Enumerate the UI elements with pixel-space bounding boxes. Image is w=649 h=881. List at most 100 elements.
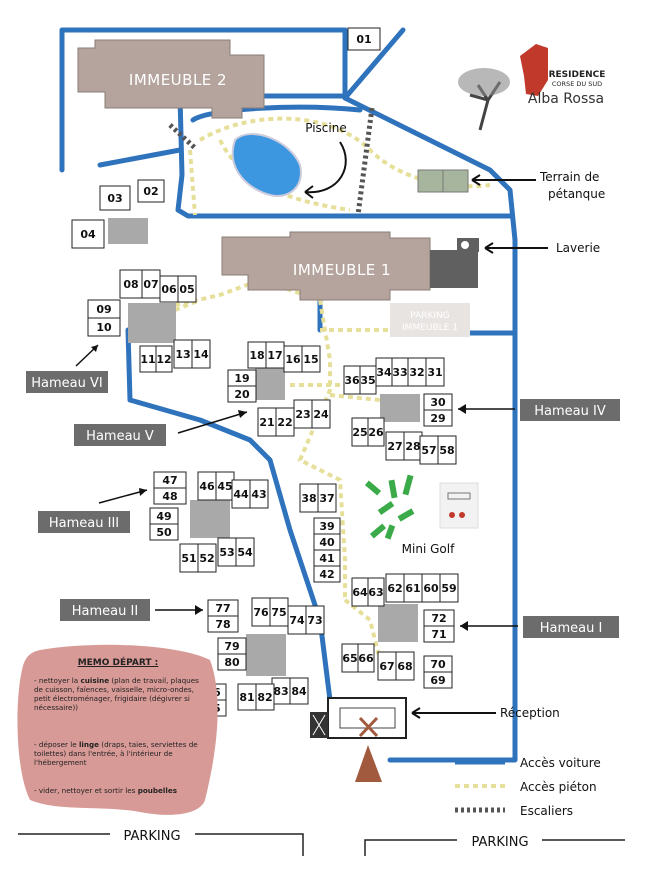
- unit-number: 54: [237, 546, 253, 559]
- unit-28: 28: [403, 431, 423, 461]
- unit-76: 76: [251, 597, 271, 627]
- unit-box: [155, 345, 173, 373]
- piscine-arrow: [304, 141, 347, 194]
- unit-number: 34: [376, 366, 392, 379]
- unit-number: 22: [277, 416, 292, 429]
- unit-box: [71, 219, 105, 249]
- unit-number: 11: [140, 353, 155, 366]
- unit-number: 81: [239, 691, 254, 704]
- mini-golf: Mini Golf: [364, 474, 479, 556]
- hameau-iv-box: [520, 399, 620, 421]
- minigolf-label: Mini Golf: [402, 542, 455, 556]
- laverie-label: Laverie: [556, 241, 600, 255]
- unit-number: 83: [273, 685, 288, 698]
- unit-box: [439, 573, 459, 603]
- legend-escaliers: Escaliers: [520, 804, 573, 818]
- memo-item-poubelles: - vider, nettoyer et sortir les poubelle…: [34, 786, 204, 795]
- unit-number: 51: [181, 552, 196, 565]
- hameau-vi-box: [26, 371, 108, 393]
- pool: Piscine: [231, 121, 347, 199]
- unit-41: 41: [313, 549, 341, 567]
- unit-box: [197, 543, 217, 573]
- unit-number: 24: [313, 408, 329, 421]
- unit-17: 17: [265, 341, 285, 369]
- memo-background: [17, 644, 218, 815]
- laverie-arrowhead: [484, 242, 494, 254]
- parking-footer: PARKING PARKING: [18, 829, 625, 856]
- unit-number: 75: [271, 606, 286, 619]
- unit-31: 31: [425, 357, 445, 387]
- unit-box: [137, 179, 165, 203]
- unit-45: 45: [215, 471, 235, 501]
- memo-item1-bold: cuisine: [80, 676, 110, 685]
- hameau-labels: Hameau VI Hameau V Hameau IV Hameau III …: [26, 344, 620, 638]
- parking-immeuble: PARKING IMMEUBLE 1: [390, 303, 470, 337]
- unit-13: 13: [173, 339, 193, 369]
- unit-number: 82: [257, 691, 272, 704]
- unit-number: 03: [107, 192, 122, 205]
- laverie-building: [430, 250, 478, 288]
- unit-74: 74: [287, 605, 307, 635]
- unit-number: 44: [233, 488, 249, 501]
- unit-71: 71: [423, 625, 455, 643]
- unit-75: 75: [269, 597, 289, 627]
- unit-number: 60: [423, 582, 439, 595]
- parking-label-left: PARKING: [123, 829, 180, 844]
- logo-name: Alba Rossa: [528, 91, 604, 107]
- unit-box: [317, 483, 337, 513]
- unit-63: 63: [367, 577, 385, 607]
- memo-item2-bold: linge: [78, 740, 100, 749]
- unit-number: 63: [368, 586, 383, 599]
- unit-22: 22: [275, 407, 295, 437]
- unit-number: 43: [251, 488, 266, 501]
- unit-number: 29: [430, 412, 445, 425]
- unit-box: [149, 523, 179, 541]
- hameau-iv-label: Hameau IV: [534, 404, 606, 419]
- immeuble-2-label: IMMEUBLE 2: [129, 71, 227, 89]
- unit-number: 12: [156, 353, 171, 366]
- unit-36: 36: [343, 365, 361, 395]
- unit-box: [227, 385, 257, 403]
- unit-number: 23: [295, 408, 310, 421]
- memo-item2-post: (draps, taies, serviettes de toilettes) …: [34, 740, 198, 767]
- unit-24: 24: [311, 399, 331, 429]
- unit-20: 20: [227, 385, 257, 403]
- hameau-vi-label: Hameau VI: [31, 376, 102, 391]
- unit-34: 34: [375, 357, 393, 387]
- unit-number: 08: [123, 278, 138, 291]
- memo-item2-pre: - déposer le: [34, 740, 79, 749]
- unit-box: [249, 479, 269, 509]
- hameau-i-box: [523, 616, 619, 638]
- unit-number: 38: [301, 492, 316, 505]
- unit-box: [423, 625, 455, 643]
- unit-number: 04: [80, 228, 96, 241]
- memo-title: MEMO DÉPART :: [77, 658, 159, 668]
- unit-number: 67: [379, 660, 394, 673]
- unit-52: 52: [197, 543, 217, 573]
- legend-pieton: Accès piéton: [520, 780, 597, 794]
- unit-number: 73: [307, 614, 322, 627]
- unit-65: 65: [341, 643, 359, 673]
- unit-box: [395, 651, 415, 681]
- unit-box: [305, 605, 325, 635]
- residence-logo: RESIDENCE CORSE DU SUD Alba Rossa: [458, 44, 605, 131]
- unit-number: 57: [421, 444, 436, 457]
- unit-27: 27: [385, 431, 405, 461]
- unit-box: [207, 615, 239, 633]
- unit-62: 62: [385, 573, 405, 603]
- hameau-v-label: Hameau V: [86, 429, 154, 444]
- unit-10: 10: [87, 317, 121, 337]
- unit-number: 02: [143, 185, 158, 198]
- unit-box: [235, 537, 255, 567]
- unit-number: 61: [405, 582, 420, 595]
- unit-number: 48: [162, 490, 177, 503]
- unit-40: 40: [313, 533, 341, 551]
- unit-number: 17: [267, 349, 282, 362]
- memo-item3-pre: - vider, nettoyer et sortir les: [34, 786, 138, 795]
- petanque-label-2: pétanque: [548, 187, 605, 201]
- unit-number: 58: [439, 444, 454, 457]
- unit-number: 15: [303, 353, 318, 366]
- parking-immeuble-label-1: PARKING: [410, 311, 450, 321]
